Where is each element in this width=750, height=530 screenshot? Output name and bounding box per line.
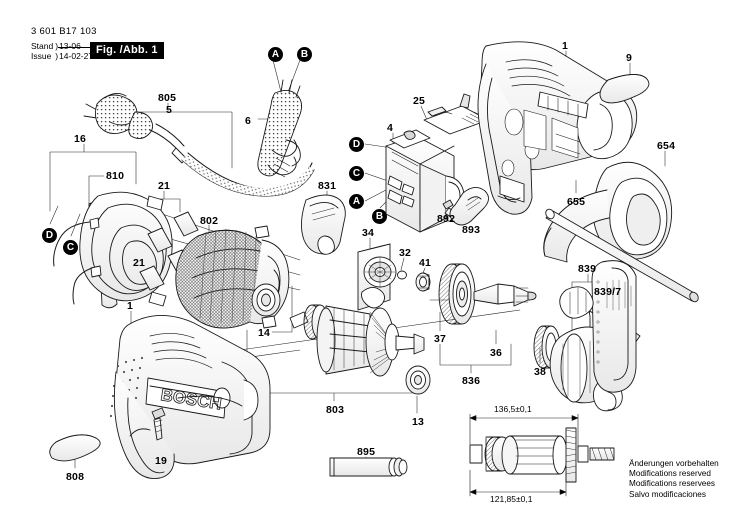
date-superseded: 13-06 — [58, 41, 95, 52]
issue-label: Issue — [31, 50, 52, 61]
part-callout-5: 5 — [166, 104, 173, 116]
part-callout-19: 19 — [155, 455, 168, 467]
part-callout-8397: 839/7 — [594, 286, 622, 298]
part-callout-1b: 1 — [127, 300, 134, 312]
reference-marker-D-switch: D — [349, 137, 364, 152]
figure-label: Fig. /Abb. 1 — [90, 42, 164, 59]
part-callout-21b: 21 — [133, 257, 146, 269]
part-callout-836: 836 — [462, 375, 481, 387]
reference-marker-A-switch: A — [349, 194, 364, 209]
part-callout-32: 32 — [399, 247, 412, 259]
part-callout-16: 16 — [74, 133, 87, 145]
disclaimer-block: Änderungen vorbehalten Modifications res… — [629, 459, 719, 500]
reference-marker-C-switch: C — [349, 166, 364, 181]
part-callout-13: 13 — [412, 416, 425, 428]
reference-marker-B-switch: B — [372, 209, 387, 224]
part-number: 3 601 B17 103 — [31, 26, 97, 37]
part-callout-895: 895 — [357, 446, 376, 458]
dimension-top: 136,5±0,1 — [494, 404, 532, 414]
part-callout-893: 893 — [462, 224, 481, 236]
part-callout-655: 655 — [567, 196, 586, 208]
part-callout-21a: 21 — [158, 180, 171, 192]
disclaimer-de: Änderungen vorbehalten — [629, 459, 719, 468]
reference-marker-C-field: C — [63, 240, 78, 255]
brace: )) — [55, 41, 59, 61]
part-callout-9: 9 — [626, 52, 633, 64]
part-callout-25: 25 — [413, 95, 426, 107]
disclaimer-en: Modifications reserved — [629, 469, 711, 479]
disclaimer-fr: Modifications reservees — [629, 479, 716, 489]
stand-label: Stand — [31, 41, 54, 51]
reference-marker-A-top: A — [268, 47, 283, 62]
part-callout-810: 810 — [106, 170, 125, 182]
part-callout-805: 805 — [158, 92, 177, 104]
dimension-bottom: 121,85±0,1 — [490, 494, 533, 504]
part-callout-839: 839 — [578, 263, 597, 275]
part-callout-6: 6 — [245, 115, 252, 127]
part-callout-654: 654 — [657, 140, 676, 152]
part-callout-41: 41 — [419, 257, 432, 269]
reference-marker-D-field: D — [42, 228, 57, 243]
part-callout-831: 831 — [318, 180, 337, 192]
part-callout-802: 802 — [200, 215, 219, 227]
part-callout-34: 34 — [362, 227, 375, 239]
date-current: 14-02-27 — [59, 50, 94, 61]
part-callout-37: 37 — [434, 333, 447, 345]
part-callout-803: 803 — [326, 404, 345, 416]
part-callout-4: 4 — [387, 122, 394, 134]
part-callout-892: 892 — [437, 213, 456, 225]
part-callout-14: 14 — [258, 327, 271, 339]
reference-marker-B-top: B — [297, 47, 312, 62]
part-callout-36: 36 — [490, 347, 503, 359]
part-callout-808: 808 — [66, 471, 85, 483]
header-block: 3 601 B17 103 Stand Issue )) 13-06 14-02… — [31, 26, 97, 61]
disclaimer-es: Salvo modificaciones — [629, 489, 706, 499]
part-callout-1t: 1 — [562, 40, 569, 52]
part-callout-38: 38 — [534, 366, 547, 378]
